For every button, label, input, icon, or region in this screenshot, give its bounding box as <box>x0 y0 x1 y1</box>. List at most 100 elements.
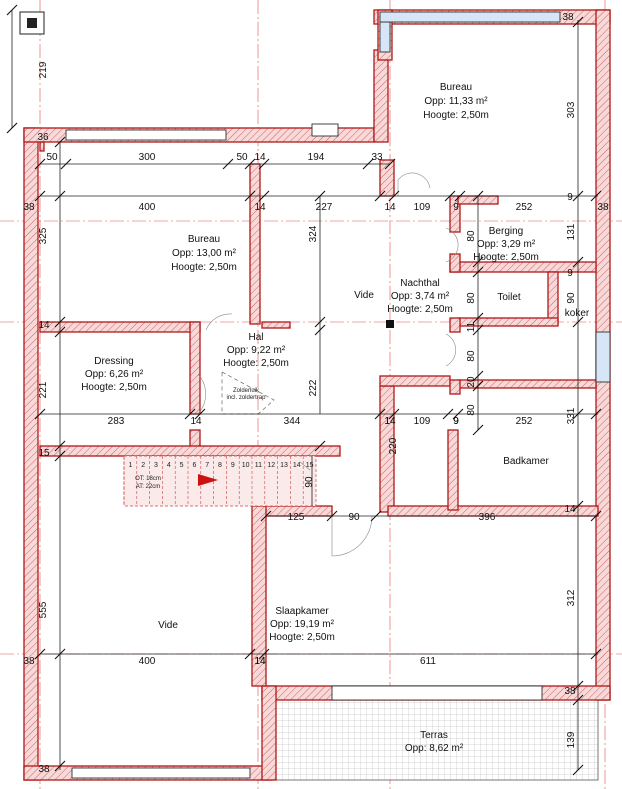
dimension-tick <box>472 190 484 202</box>
dimension-tick <box>442 408 454 420</box>
dimension-tick <box>222 158 234 170</box>
dim-label: 221 <box>38 381 49 398</box>
dimension-tick <box>54 326 66 338</box>
dimension-tick <box>184 408 196 420</box>
dim-label: 80 <box>466 404 477 416</box>
dimension-tick <box>34 408 46 420</box>
dim-label: 227 <box>316 202 333 213</box>
dimension-tick <box>244 648 256 660</box>
dim-label: 222 <box>308 379 319 396</box>
dimension-tick <box>54 440 66 452</box>
dimension-tick <box>572 408 584 420</box>
dim-label: 14 <box>384 416 396 427</box>
room-name: Slaapkamer <box>275 606 329 617</box>
window-top-mid <box>311 123 339 137</box>
dim-label: 555 <box>38 601 49 618</box>
dim-label: 14 <box>254 202 266 213</box>
room-name: Terras <box>420 730 448 741</box>
dim-label: 109 <box>414 202 431 213</box>
dim-label: 80 <box>466 350 477 362</box>
dimension-tick <box>590 190 602 202</box>
dim-label: 38 <box>562 12 574 23</box>
dim-label: 194 <box>308 152 325 163</box>
room-height: Hoogte: 2,50m <box>473 252 539 263</box>
room-height: Hoogte: 2,50m <box>223 358 289 369</box>
stair-step-number: 15 <box>306 462 314 469</box>
window-bottom <box>71 767 251 779</box>
dim-label: 9 <box>453 416 459 427</box>
dimension-labels: 50 300 50 14 194 33 400 14 227 14 109 9 … <box>23 12 609 775</box>
dim-label: 14 <box>384 202 396 213</box>
dimension-tick <box>244 158 256 170</box>
dim-label: 14 <box>190 416 202 427</box>
column-marker <box>386 320 394 328</box>
dim-label: 38 <box>23 656 35 667</box>
stair-step-number: 7 <box>205 462 209 469</box>
dim-label: 50 <box>236 152 248 163</box>
dimension-tick <box>472 256 484 268</box>
dim-label: 331 <box>566 407 577 424</box>
dimension-tick <box>388 408 400 420</box>
stair-step-number: 12 <box>267 462 275 469</box>
dimension-tick <box>572 190 584 202</box>
dim-label: 36 <box>37 132 49 143</box>
window-top-left <box>65 129 227 141</box>
dim-label: 33 <box>371 152 383 163</box>
dimension-tick <box>314 316 326 328</box>
dimension-tick <box>258 158 270 170</box>
room-name: Bureau <box>440 82 472 93</box>
dimension-tick <box>472 312 484 324</box>
dim-label: 38 <box>38 764 50 775</box>
dimension-tick <box>572 680 584 692</box>
windows <box>65 11 611 779</box>
room-height: Hoogte: 2,50m <box>423 110 489 121</box>
room-area: Opp: 3,29 m² <box>477 239 536 250</box>
attic-label-1: Zolderluik <box>233 388 260 394</box>
room-labels: Bureau Opp: 11,33 m² Hoogte: 2,50m Burea… <box>81 82 590 754</box>
dimension-tick <box>572 16 584 28</box>
dim-label: 80 <box>466 230 477 242</box>
room-height: Hoogte: 2,50m <box>81 382 147 393</box>
stair-arrow-icon <box>198 474 218 486</box>
dimension-tick <box>572 256 584 268</box>
dim-label: 11 <box>466 321 477 332</box>
stair-step-number: 9 <box>231 462 235 469</box>
dimension-tick <box>374 190 386 202</box>
north-symbol-icon <box>19 11 45 35</box>
room-area: Opp: 19,19 m² <box>270 619 335 630</box>
stair-at: AT: 22cm <box>136 484 161 490</box>
dim-label: 300 <box>139 152 156 163</box>
dim-label: 131 <box>566 223 577 240</box>
dim-label: 312 <box>566 589 577 606</box>
dim-label: 9 <box>453 202 459 213</box>
dim-label: 324 <box>308 225 319 242</box>
dimension-tick <box>590 648 602 660</box>
dim-label: 344 <box>284 416 301 427</box>
dimension-tick <box>454 190 466 202</box>
dim-label: 400 <box>139 202 156 213</box>
dimension-tick <box>34 158 46 170</box>
attic-label-2: incl. zoldertrap <box>226 395 266 401</box>
dimension-tick <box>54 316 66 328</box>
dimension-tick <box>54 136 66 148</box>
dim-label: 220 <box>388 437 399 454</box>
dimension-tick <box>258 190 270 202</box>
dim-label: 14 <box>384 416 396 427</box>
dimension-tick <box>258 648 270 660</box>
dimension-ticks <box>6 4 602 776</box>
dimension-tick <box>326 510 338 522</box>
room-area: Opp: 3,74 m² <box>391 291 450 302</box>
dimension-tick <box>60 158 72 170</box>
stair-step-number: 13 <box>280 462 288 469</box>
dimension-tick <box>374 408 386 420</box>
dim-label: 325 <box>38 227 49 244</box>
dimension-tick <box>472 380 484 392</box>
stair: OT: 18cm AT: 22cm <box>123 455 317 507</box>
stair-step-number: 1 <box>128 462 132 469</box>
dim-label: 20 <box>466 376 477 388</box>
dim-label: 9 <box>453 416 459 427</box>
room-name: Toilet <box>497 292 521 303</box>
dim-label: 252 <box>516 416 533 427</box>
room-name: Nachthal <box>400 278 439 289</box>
dimension-tick <box>384 158 396 170</box>
